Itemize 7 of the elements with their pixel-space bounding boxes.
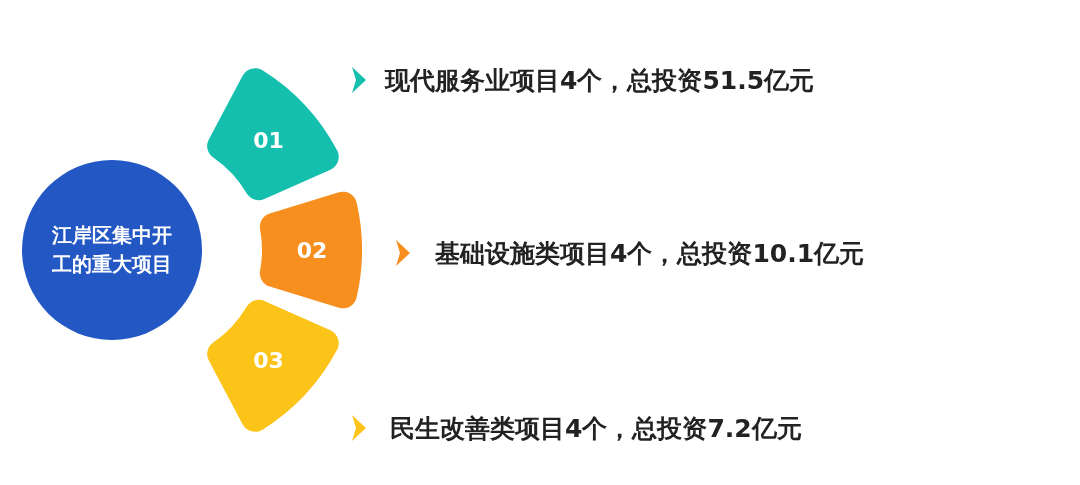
segment-number: 02 bbox=[296, 237, 328, 263]
segment-number: 03 bbox=[253, 347, 284, 373]
project-summary: 民生改善类项目4个，总投资7.2亿元 bbox=[390, 412, 802, 445]
project-summary: 基础设施类项目4个，总投资10.1亿元 bbox=[435, 237, 865, 270]
project-summary: 现代服务业项目4个，总投资51.5亿元 bbox=[385, 64, 815, 97]
segment-number: 01 bbox=[253, 127, 284, 152]
topic-text: 江岸区集中开工的重大项目 bbox=[51, 222, 173, 278]
